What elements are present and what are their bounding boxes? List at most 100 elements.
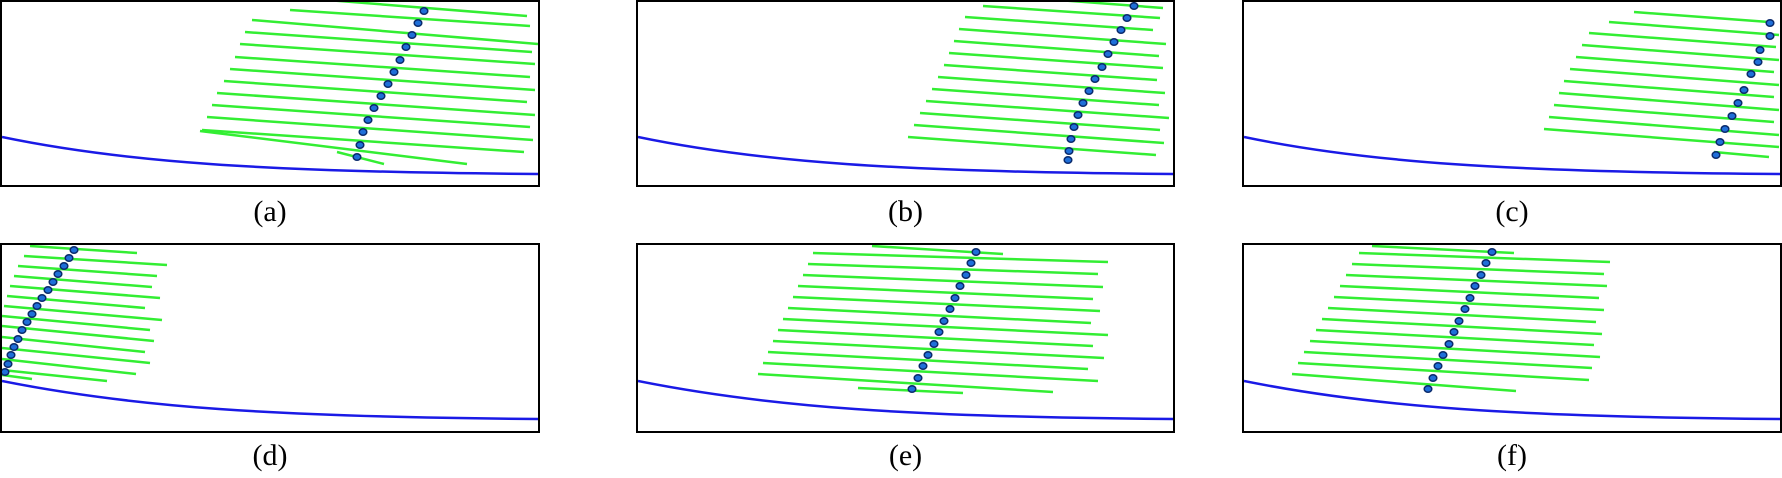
point-marker (389, 67, 399, 77)
point-marker (6, 350, 16, 360)
panel-e: (e) (636, 243, 1175, 478)
scan-lines (907, 2, 1170, 157)
panel-e-plot (638, 245, 1173, 421)
panel-b: (b) (636, 0, 1175, 228)
scan-line (1558, 91, 1780, 112)
scan-lines (1543, 10, 1780, 159)
scan-lines (199, 2, 538, 166)
panel-a-caption: (a) (253, 195, 287, 228)
panel-d: (d) (0, 243, 540, 478)
scan-line (1588, 31, 1777, 49)
point-marker (1109, 37, 1119, 47)
point-marker (17, 325, 27, 335)
scan-line (206, 115, 534, 142)
scan-line (807, 262, 1099, 276)
point-marker (401, 42, 411, 52)
point-marker (358, 127, 368, 137)
scan-line (871, 245, 1004, 256)
panel-d-caption: (d) (252, 439, 288, 472)
point-marker (1090, 74, 1100, 84)
point-marker (9, 342, 19, 352)
point-marker (32, 301, 42, 311)
scan-line (1345, 273, 1608, 288)
scan-line (772, 339, 1105, 360)
point-marker (1711, 150, 1721, 160)
scan-line (757, 372, 1054, 394)
point-marker (1765, 31, 1775, 41)
scan-line (925, 99, 1170, 120)
boundary-curve (2, 379, 538, 421)
point-marker (1084, 86, 1094, 96)
point-marker (913, 373, 923, 383)
panel-a-plot (2, 2, 538, 176)
scan-line (244, 30, 533, 54)
scan-line (958, 27, 1167, 46)
panel-f-caption: (f) (1497, 439, 1527, 472)
scan-line (802, 273, 1104, 289)
scan-line (943, 63, 1158, 82)
point-marker (352, 152, 362, 162)
point-marker (419, 6, 429, 16)
point-marker (48, 277, 58, 287)
panel-a-frame (0, 0, 540, 187)
panel-f-plot (1244, 245, 1780, 421)
tracked-points (907, 247, 981, 394)
scan-line (913, 123, 1165, 145)
point-marker (37, 293, 47, 303)
tracked-points (352, 6, 429, 162)
scan-line (1321, 317, 1603, 336)
panel-b-plot (638, 2, 1173, 176)
point-marker (53, 269, 63, 279)
point-marker (22, 317, 32, 327)
scan-line (17, 264, 158, 278)
scan-line (782, 317, 1109, 337)
panel-e-frame (636, 243, 1175, 433)
point-marker (383, 79, 393, 89)
scan-line (2, 368, 108, 383)
point-marker (1428, 373, 1438, 383)
scan-line (1315, 328, 1595, 347)
scan-line (211, 103, 531, 129)
scan-line (9, 284, 161, 300)
scan-line (787, 306, 1092, 325)
panel-a: (a) (0, 0, 540, 228)
panel-c-frame (1242, 0, 1782, 187)
scan-line (1333, 295, 1605, 312)
point-marker (923, 350, 933, 360)
scan-line (251, 18, 538, 46)
point-marker (1063, 155, 1073, 165)
point-marker (929, 339, 939, 349)
scan-line (1633, 10, 1770, 24)
scan-line (1553, 103, 1775, 124)
scan-line (1608, 20, 1780, 37)
point-marker (376, 91, 386, 101)
scan-line (907, 135, 1157, 157)
scan-line (762, 361, 1099, 383)
tracked-points (1711, 18, 1775, 160)
point-marker (1487, 247, 1497, 257)
scan-line (199, 129, 468, 166)
point-marker (961, 270, 971, 280)
scan-line (223, 79, 528, 104)
point-marker (1122, 13, 1132, 23)
scan-line (1575, 55, 1775, 74)
panel-f-frame (1242, 243, 1782, 433)
scan-line (1543, 127, 1780, 149)
panel-c: (c) (1242, 0, 1782, 228)
scan-line (2, 346, 151, 365)
point-marker (1078, 98, 1088, 108)
scan-line (767, 350, 1089, 371)
boundary-curve (2, 135, 538, 176)
point-marker (363, 115, 373, 125)
point-marker (1103, 49, 1113, 59)
point-marker (1064, 146, 1074, 156)
tracked-points (1063, 2, 1139, 165)
point-marker (69, 245, 79, 255)
point-marker (1097, 62, 1107, 72)
point-marker (1073, 110, 1083, 120)
scan-line (239, 42, 536, 66)
point-marker (59, 261, 69, 271)
scan-line (1339, 284, 1600, 300)
point-marker (1129, 2, 1139, 11)
point-marker (1066, 134, 1076, 144)
